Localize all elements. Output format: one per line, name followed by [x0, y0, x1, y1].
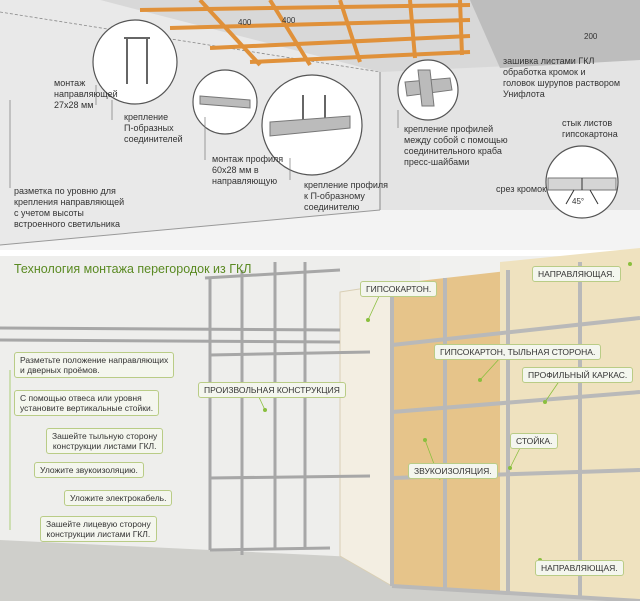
- zoom-circle-hanger: [92, 19, 178, 105]
- guide-rail-icon: [199, 95, 251, 109]
- callout-guide-bottom: НАПРАВЛЯЮЩАЯ.: [535, 560, 624, 576]
- label-profile-mount: монтаж профиля 60х28 мм в направляющую: [212, 154, 284, 186]
- shelf-frame: [0, 262, 371, 555]
- step-6: Зашейте лицевую сторону конструкции лист…: [40, 516, 157, 542]
- label-sheathing: зашивка листами ГКЛ обработка кромок и г…: [503, 56, 621, 99]
- callout-free-construction: ПРОИЗВОЛЬНАЯ КОНСТРУКЦИЯ: [198, 382, 346, 398]
- floor-edge: [0, 209, 381, 246]
- ceiling-scene: [0, 0, 640, 250]
- dimension-1: 400: [238, 18, 252, 27]
- step-5: Уложите электрокабель.: [64, 490, 173, 506]
- leader-lines: [9, 85, 399, 188]
- marking-line: [0, 11, 381, 73]
- step-4: Уложите звукоизоляцию.: [34, 462, 144, 478]
- dimension-3: 200: [584, 32, 598, 41]
- label-hanger-mount: крепление П-образных соединителей: [124, 112, 183, 144]
- section-title: Технология монтажа перегородок из ГКЛ: [14, 262, 252, 276]
- callout-drywall-back: ГИПСОКАРТОН, ТЫЛЬНАЯ СТОРОНА.: [434, 344, 602, 360]
- step-2: С помощью отвеса или уровня установите в…: [14, 390, 160, 416]
- label-edge-cut: срез кромок: [496, 184, 547, 194]
- label-profile-fix: крепление профиля к П-образному соединит…: [304, 180, 389, 212]
- crab-connector-icon: [404, 69, 453, 107]
- step-1: Разметьте положение направляющих и дверн…: [14, 352, 175, 378]
- dimension-2: 400: [282, 16, 296, 25]
- callout-frame: ПРОФИЛЬНЫЙ КАРКАС.: [522, 367, 634, 383]
- drywall-panel: [339, 283, 393, 587]
- ceiling-grid: [139, 0, 471, 67]
- label-crab: крепление профилей между собой с помощью…: [404, 124, 508, 167]
- label-marking: разметка по уровню для крепления направл…: [14, 186, 125, 229]
- gkl-sheet: [470, 0, 640, 68]
- callout-drywall: ГИПСОКАРТОН.: [360, 281, 438, 297]
- drywall-back-panel: [500, 248, 640, 601]
- metal-frame: [390, 262, 640, 601]
- hanger-icon: [124, 37, 150, 84]
- callout-stud: СТОЙКА.: [510, 433, 559, 449]
- joint-detail-icon: [547, 177, 617, 205]
- profile-rail-icon: [269, 115, 351, 137]
- label-guide-mount: монтаж направляющей 27х28 мм: [54, 78, 118, 110]
- label-joint: стык листов гипсокартона: [562, 118, 618, 139]
- callout-insulation: ЗВУКОИЗОЛЯЦИЯ.: [408, 463, 498, 479]
- step-3: Зашейте тыльную сторону конструкции лист…: [46, 428, 164, 454]
- label-angle: 45°: [572, 197, 585, 206]
- floor: [0, 210, 640, 250]
- callout-guide-top: НАПРАВЛЯЮЩАЯ.: [532, 266, 621, 282]
